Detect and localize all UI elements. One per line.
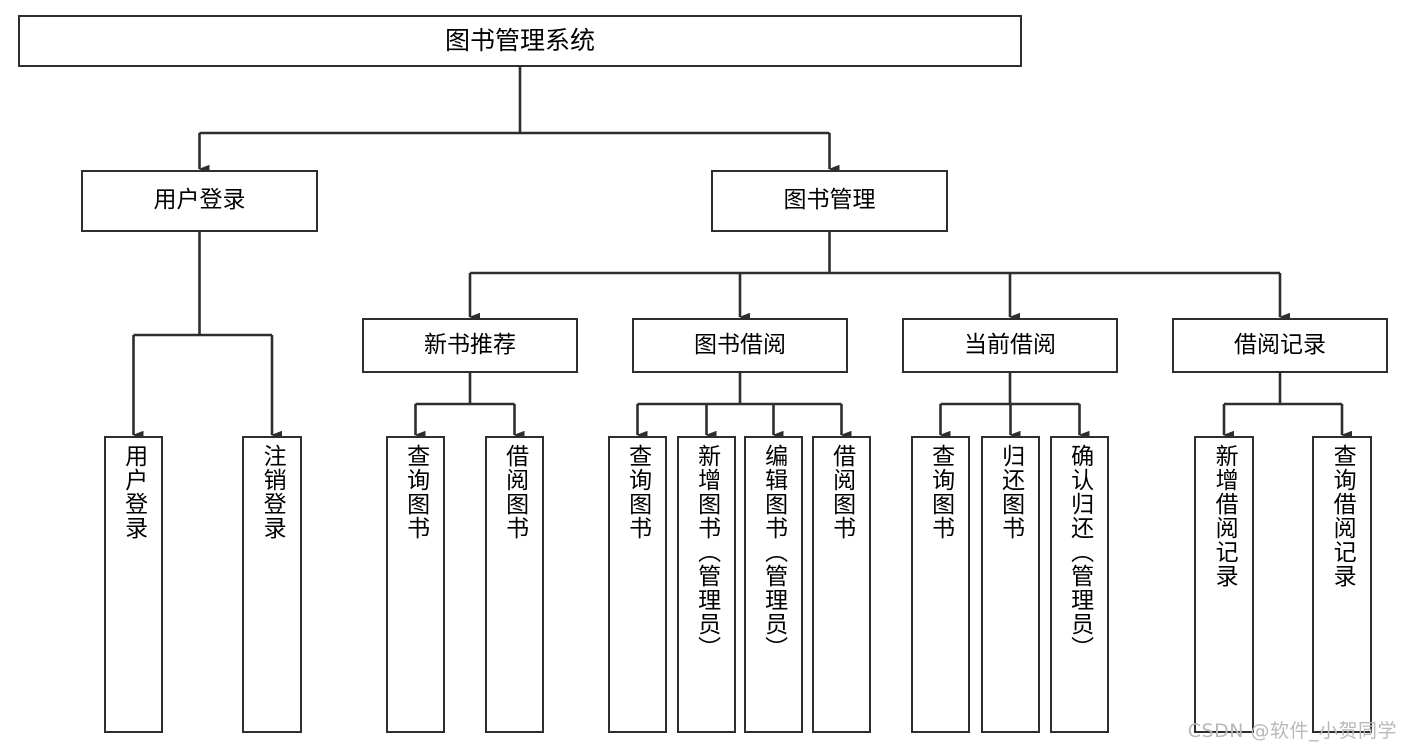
node-leaf-return-book-label: 归还图书 xyxy=(997,444,1024,540)
node-book-borrow-label: 图书借阅 xyxy=(694,331,786,358)
node-leaf-query-book-3-label: 查询图书 xyxy=(927,444,954,540)
node-leaf-query-book-1[interactable]: 查询图书 xyxy=(386,436,445,733)
node-leaf-borrow-book-1-label: 借阅图书 xyxy=(501,444,528,540)
node-leaf-user-login[interactable]: 用户登录 xyxy=(104,436,163,733)
node-leaf-add-book-admin-label: 新增图书（管理员） xyxy=(693,444,720,660)
node-leaf-query-book-2[interactable]: 查询图书 xyxy=(608,436,667,733)
node-book-borrow[interactable]: 图书借阅 xyxy=(632,318,848,373)
node-root[interactable]: 图书管理系统 xyxy=(18,15,1022,67)
node-leaf-return-book[interactable]: 归还图书 xyxy=(981,436,1040,733)
node-leaf-borrow-book-2-label: 借阅图书 xyxy=(828,444,855,540)
node-leaf-add-book-admin[interactable]: 新增图书（管理员） xyxy=(677,436,736,733)
node-borrow-record-label: 借阅记录 xyxy=(1234,331,1326,358)
node-leaf-logout-login-label: 注销登录 xyxy=(259,444,286,540)
node-leaf-edit-book-admin[interactable]: 编辑图书（管理员） xyxy=(744,436,803,733)
node-borrow-record[interactable]: 借阅记录 xyxy=(1172,318,1388,373)
node-leaf-logout-login[interactable]: 注销登录 xyxy=(242,436,302,733)
node-leaf-query-borrow-record[interactable]: 查询借阅记录 xyxy=(1312,436,1372,733)
node-leaf-edit-book-admin-label: 编辑图书（管理员） xyxy=(760,444,787,660)
node-leaf-confirm-return-admin-label: 确认归还（管理员） xyxy=(1066,444,1093,660)
node-current-borrow[interactable]: 当前借阅 xyxy=(902,318,1118,373)
node-leaf-borrow-book-2[interactable]: 借阅图书 xyxy=(812,436,871,733)
node-leaf-query-book-1-label: 查询图书 xyxy=(402,444,429,540)
node-leaf-user-login-label: 用户登录 xyxy=(120,444,147,540)
node-leaf-add-borrow-record[interactable]: 新增借阅记录 xyxy=(1194,436,1254,733)
node-leaf-query-book-3[interactable]: 查询图书 xyxy=(911,436,970,733)
node-root-label: 图书管理系统 xyxy=(444,26,595,56)
node-leaf-query-borrow-record-label: 查询借阅记录 xyxy=(1329,444,1356,588)
node-book-manage[interactable]: 图书管理 xyxy=(711,170,948,232)
node-new-book-recommend[interactable]: 新书推荐 xyxy=(362,318,578,373)
node-book-manage-label: 图书管理 xyxy=(783,187,876,214)
node-leaf-query-book-2-label: 查询图书 xyxy=(624,444,651,540)
node-leaf-borrow-book-1[interactable]: 借阅图书 xyxy=(485,436,544,733)
node-new-book-recommend-label: 新书推荐 xyxy=(424,331,516,358)
node-leaf-add-borrow-record-label: 新增借阅记录 xyxy=(1211,444,1238,588)
watermark-text: CSDN @软件_小贺同学 xyxy=(1187,720,1397,742)
node-user-login[interactable]: 用户登录 xyxy=(81,170,318,232)
node-current-borrow-label: 当前借阅 xyxy=(964,331,1056,358)
node-user-login-label: 用户登录 xyxy=(153,187,246,214)
node-leaf-confirm-return-admin[interactable]: 确认归还（管理员） xyxy=(1050,436,1109,733)
